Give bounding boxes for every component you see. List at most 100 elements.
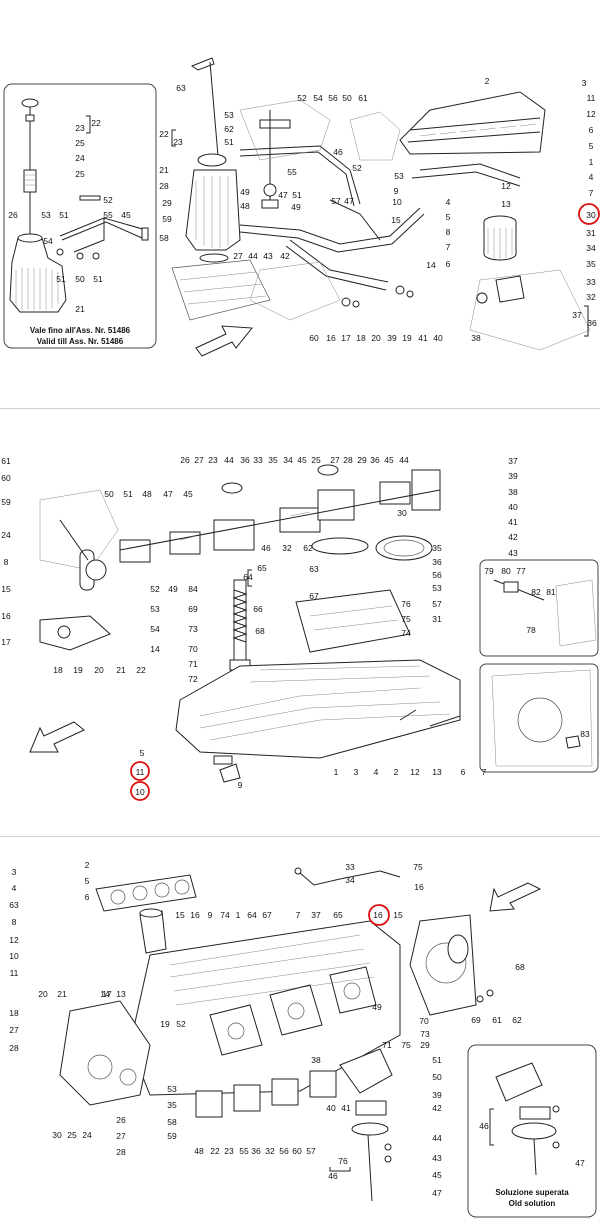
callout-number: 28 — [159, 181, 169, 191]
callout-number: 33 — [586, 277, 596, 287]
callout-number: 51 — [292, 190, 302, 200]
callout-number: 25 — [75, 169, 85, 179]
callout-number: 32 — [586, 292, 596, 302]
callout-number: 51 — [224, 137, 234, 147]
callout-number: 36 — [251, 1146, 261, 1156]
callout-number: 45 — [297, 455, 307, 465]
callout-number: 55 — [239, 1146, 249, 1156]
separator — [0, 836, 600, 837]
callout-number: 11 — [587, 93, 596, 103]
callout-10-highlight — [130, 781, 150, 801]
callout-number: 32 — [265, 1146, 275, 1156]
callout-number: 5 — [446, 212, 451, 222]
callout-number: 8 — [12, 917, 17, 927]
callout-number: 16 — [373, 910, 383, 920]
callout-number: 21 — [116, 665, 126, 675]
callout-number: 24 — [1, 530, 11, 540]
callout-number: 71 — [382, 1040, 392, 1050]
callout-number: 41 — [508, 517, 518, 527]
callout-number: 21 — [57, 989, 67, 999]
callout-number: 46 — [328, 1171, 338, 1181]
callout-number: 52 — [103, 195, 113, 205]
callout-number: 69 — [188, 604, 198, 614]
callout-number: 58 — [159, 233, 169, 243]
callout-number: 65 — [333, 910, 343, 920]
callout-number: 44 — [248, 251, 258, 261]
direction-arrow-icon — [29, 721, 85, 753]
callout-number: 46 — [479, 1121, 489, 1131]
callout-number: 29 — [162, 198, 172, 208]
callout-number: 51 — [123, 489, 133, 499]
callout-number: 53 — [224, 110, 234, 120]
callout-number: 17 — [102, 989, 112, 999]
inset-sensor-frame — [479, 559, 599, 657]
callout-number: 51 — [93, 274, 103, 284]
callout-number: 76 — [338, 1156, 348, 1166]
callout-number: 6 — [446, 259, 451, 269]
callout-number: 23 — [224, 1146, 234, 1156]
callout-number: 46 — [261, 543, 271, 553]
callout-number: 72 — [188, 674, 198, 684]
callout-number: 50 — [104, 489, 114, 499]
callout-number: 48 — [240, 201, 250, 211]
callout-number: 17 — [341, 333, 351, 343]
callout-number: 64 — [247, 910, 257, 920]
callout-number: 34 — [345, 875, 355, 885]
direction-arrow-icon — [489, 882, 542, 912]
callout-number: 53 — [167, 1084, 177, 1094]
callout-number: 16 — [1, 611, 11, 621]
callout-number: 30 — [397, 508, 407, 518]
callout-number: 50 — [75, 274, 85, 284]
callout-number: 70 — [188, 644, 198, 654]
callout-number: 60 — [309, 333, 319, 343]
callout-number: 6 — [85, 892, 90, 902]
callout-number: 80 — [501, 566, 511, 576]
callout-number: 40 — [433, 333, 443, 343]
callout-number: 50 — [432, 1072, 442, 1082]
callout-number: 9 — [208, 910, 213, 920]
crankcase-assembly-drawing — [59, 867, 560, 1202]
callout-number: 28 — [9, 1043, 19, 1053]
callout-number: 53 — [394, 171, 404, 181]
callout-number: 66 — [253, 604, 263, 614]
callout-number: 12 — [501, 181, 511, 191]
callout-number: 6 — [461, 767, 466, 777]
callout-number: 10 — [392, 197, 402, 207]
callout-number: 53 — [432, 583, 442, 593]
callout-number: 36 — [587, 318, 597, 328]
callout-number: 34 — [586, 243, 596, 253]
callout-number: 42 — [432, 1103, 442, 1113]
oil-tank-assembly-drawing — [171, 57, 591, 351]
callout-number: 65 — [257, 563, 267, 573]
callout-number: 63 — [309, 564, 319, 574]
callout-number: 13 — [432, 767, 442, 777]
callout-number: 52 — [352, 163, 362, 173]
callout-number: 47 — [432, 1188, 442, 1198]
callout-number: 10 — [135, 787, 145, 797]
callout-number: 19 — [73, 665, 83, 675]
callout-number: 49 — [240, 187, 250, 197]
callout-number: 2 — [485, 76, 490, 86]
callout-number: 52 — [297, 93, 307, 103]
callout-number: 20 — [38, 989, 48, 999]
callout-number: 53 — [150, 604, 160, 614]
callout-number: 59 — [162, 214, 172, 224]
callout-number: 37 — [508, 456, 518, 466]
callout-number: 74 — [220, 910, 230, 920]
callout-number: 28 — [116, 1147, 126, 1157]
callout-number: 1 — [334, 767, 339, 777]
callout-number: 37 — [311, 910, 321, 920]
callout-number: 2 — [85, 860, 90, 870]
callout-number: 7 — [589, 188, 594, 198]
oil-sump-assembly-drawing — [39, 464, 597, 783]
callout-number: 76 — [401, 599, 411, 609]
separator — [0, 408, 600, 409]
callout-number: 45 — [121, 210, 131, 220]
callout-number: 13 — [501, 199, 511, 209]
callout-number: 27 — [194, 455, 204, 465]
callout-number: 77 — [516, 566, 526, 576]
callout-number: 20 — [371, 333, 381, 343]
callout-number: 83 — [580, 729, 590, 739]
